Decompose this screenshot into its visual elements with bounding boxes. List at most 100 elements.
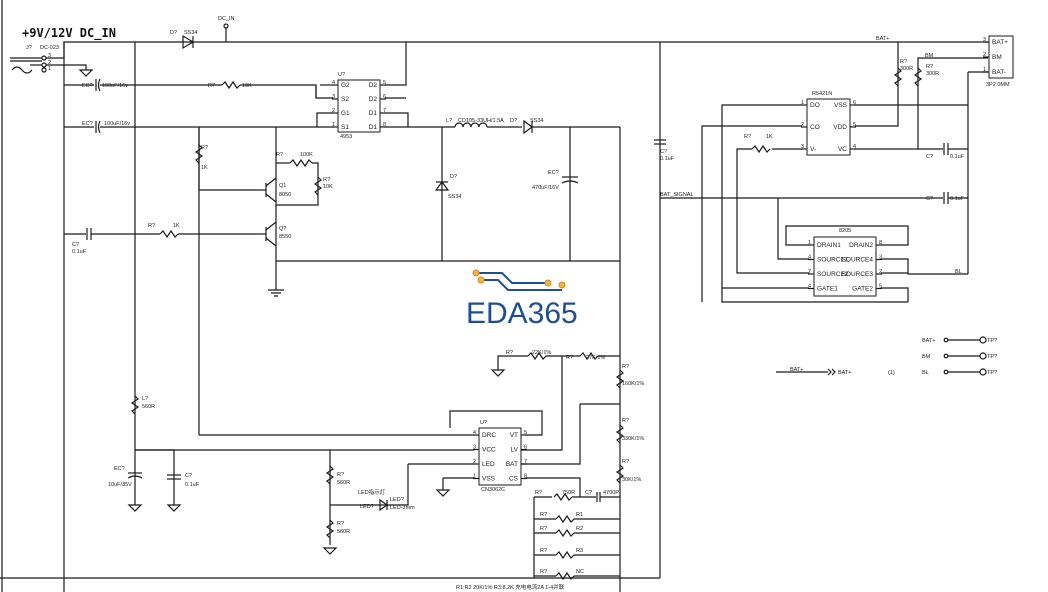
pin-name: D2 bbox=[369, 96, 378, 103]
resistor-r-top[interactable]: R? 10K bbox=[208, 80, 252, 90]
svg-text:1K: 1K bbox=[766, 134, 773, 140]
testpoint-net: BM bbox=[922, 354, 931, 360]
cap-ec-in2[interactable]: EC? 100uF/16v bbox=[64, 120, 130, 134]
cap-ec-in1[interactable]: EC? 100uF/16v bbox=[64, 78, 128, 92]
eda365-logo: EDA365 bbox=[466, 269, 578, 330]
pin-name: BM bbox=[992, 54, 1002, 61]
wire-co bbox=[701, 125, 802, 302]
inductor-main[interactable]: L? CD105-33UH/1.5A bbox=[446, 118, 504, 128]
resistor-r-fb4[interactable]: R? 330K/1% bbox=[615, 418, 644, 444]
resistor-r-led1[interactable]: R? 560R bbox=[325, 465, 350, 486]
svg-text:3: 3 bbox=[48, 53, 51, 59]
wire-r-top-b bbox=[240, 84, 333, 99]
dc-in-testpoint[interactable] bbox=[223, 23, 229, 29]
inductor-low[interactable]: L? 560R bbox=[130, 395, 155, 415]
wire-fb1 bbox=[497, 355, 528, 370]
svg-text:R?: R? bbox=[744, 134, 751, 140]
cap-c-mid[interactable]: C? 0.1uF bbox=[72, 228, 92, 255]
testpoint[interactable] bbox=[979, 336, 987, 344]
sense-resistor[interactable] bbox=[555, 528, 575, 538]
pin-number: 5 bbox=[383, 80, 386, 86]
testpoint[interactable] bbox=[979, 352, 987, 360]
svg-text:R?: R? bbox=[337, 521, 344, 527]
pin-number: 1 bbox=[808, 240, 811, 246]
cap-c-cs[interactable]: C? 4700P bbox=[585, 490, 619, 502]
svg-text:10uF/35V: 10uF/35V bbox=[108, 482, 132, 488]
pin-number: 2 bbox=[801, 122, 804, 128]
sense-resistor[interactable] bbox=[555, 514, 575, 524]
testpoint[interactable] bbox=[979, 368, 987, 376]
transistor-q1[interactable]: Q1 8050 bbox=[262, 177, 291, 203]
cap-ec-out[interactable]: EC? 470uF/16V bbox=[532, 170, 579, 191]
testpoint-pin bbox=[943, 369, 949, 375]
svg-text:300R: 300R bbox=[926, 71, 939, 77]
svg-text:R?: R? bbox=[622, 364, 629, 370]
pin-name: D1 bbox=[369, 110, 378, 117]
led-indicator[interactable]: LED指示灯 LED? LED? LED-3mm bbox=[358, 488, 415, 512]
svg-text:R?: R? bbox=[148, 223, 155, 229]
pin-number: 3 bbox=[473, 445, 476, 451]
pin-name: LV bbox=[511, 447, 519, 454]
schematic-title: +9V/12V DC_IN bbox=[22, 26, 116, 41]
cap-c-vc[interactable]: C? 0.1uF bbox=[926, 143, 965, 160]
dc-jack-connector[interactable]: J? DC-023 3 2 1 bbox=[10, 45, 59, 74]
resistor-r-bat1[interactable]: R? 300R bbox=[893, 59, 913, 87]
wire-v-r bbox=[736, 148, 752, 198]
resistor-r-fb5[interactable]: R? 30K/1% bbox=[615, 459, 641, 484]
resistor-r-led2[interactable]: R? 560R bbox=[325, 519, 350, 539]
resistor-r-base[interactable]: R? 1K bbox=[194, 144, 208, 171]
pin-name: DRAIN1 bbox=[817, 242, 841, 249]
resistor-r-q1a[interactable]: R? 100K bbox=[276, 152, 313, 168]
wire-vt-loop bbox=[449, 410, 543, 436]
svg-text:J?: J? bbox=[26, 45, 32, 51]
transistor-q2[interactable]: Q? 8550 bbox=[262, 221, 291, 247]
svg-text:C?: C? bbox=[585, 490, 592, 496]
pin-number: 2 bbox=[332, 108, 335, 114]
svg-text:C?: C? bbox=[185, 473, 192, 479]
pin-name: DRAIN2 bbox=[849, 242, 873, 249]
svg-text:C?: C? bbox=[72, 242, 79, 248]
resistor-r-cs[interactable]: R? 750R bbox=[535, 490, 575, 502]
pin-name: SOURCE2 bbox=[817, 271, 849, 278]
wire-source4 bbox=[881, 258, 968, 275]
diode-input[interactable]: D? SS34 bbox=[170, 30, 197, 50]
sense-resistor[interactable] bbox=[555, 571, 575, 581]
svg-text:10K: 10K bbox=[323, 184, 333, 190]
cap-c-right[interactable]: C? 0.1uF bbox=[654, 139, 675, 162]
cap-c-low[interactable]: C? 0.1uF bbox=[167, 473, 200, 488]
svg-text:160K/1%: 160K/1% bbox=[622, 381, 644, 387]
sense-resistor[interactable] bbox=[555, 550, 575, 560]
resistor-r-fb3[interactable]: R? 160K/1% bbox=[615, 364, 644, 389]
svg-text:R?: R? bbox=[622, 459, 629, 465]
sense-value: R2 bbox=[576, 526, 583, 532]
resistor-r-v[interactable]: R? 1K bbox=[744, 134, 773, 154]
pin-name: GATE2 bbox=[852, 286, 873, 293]
net-label-bat-signal: BAT_SIGNAL bbox=[660, 192, 694, 198]
svg-text:8205: 8205 bbox=[839, 228, 851, 234]
resistor-r-q1b[interactable]: R? 10K bbox=[313, 176, 333, 196]
svg-text:10K: 10K bbox=[242, 83, 252, 89]
svg-text:560R: 560R bbox=[337, 480, 350, 486]
ground-q2 bbox=[268, 289, 284, 297]
ground-ec-low bbox=[127, 504, 143, 512]
resistor-r-bat2[interactable]: R? 300R bbox=[913, 64, 939, 87]
resistor-r-fb1[interactable]: R? 22K/1% bbox=[506, 350, 551, 361]
resistor-r-fb2[interactable]: R? 27K/1% bbox=[566, 351, 605, 361]
cap-ec-low[interactable]: EC? 10uF/35V bbox=[108, 466, 143, 488]
testpoint-pin bbox=[943, 353, 949, 359]
svg-text:EC?: EC? bbox=[114, 466, 125, 472]
svg-text:330K/1%: 330K/1% bbox=[622, 436, 644, 442]
diode-freewheel[interactable]: D? SS34 bbox=[434, 174, 461, 200]
svg-text:R?: R? bbox=[506, 350, 513, 356]
svg-text:R?: R? bbox=[208, 83, 215, 89]
diode-output[interactable]: D? SS34 bbox=[510, 118, 543, 135]
svg-text:R?: R? bbox=[926, 64, 933, 70]
svg-text:LED-3mm: LED-3mm bbox=[390, 505, 415, 511]
svg-text:0.1uF: 0.1uF bbox=[950, 196, 965, 202]
resistor-r-c7[interactable]: R? 1K bbox=[148, 223, 180, 239]
